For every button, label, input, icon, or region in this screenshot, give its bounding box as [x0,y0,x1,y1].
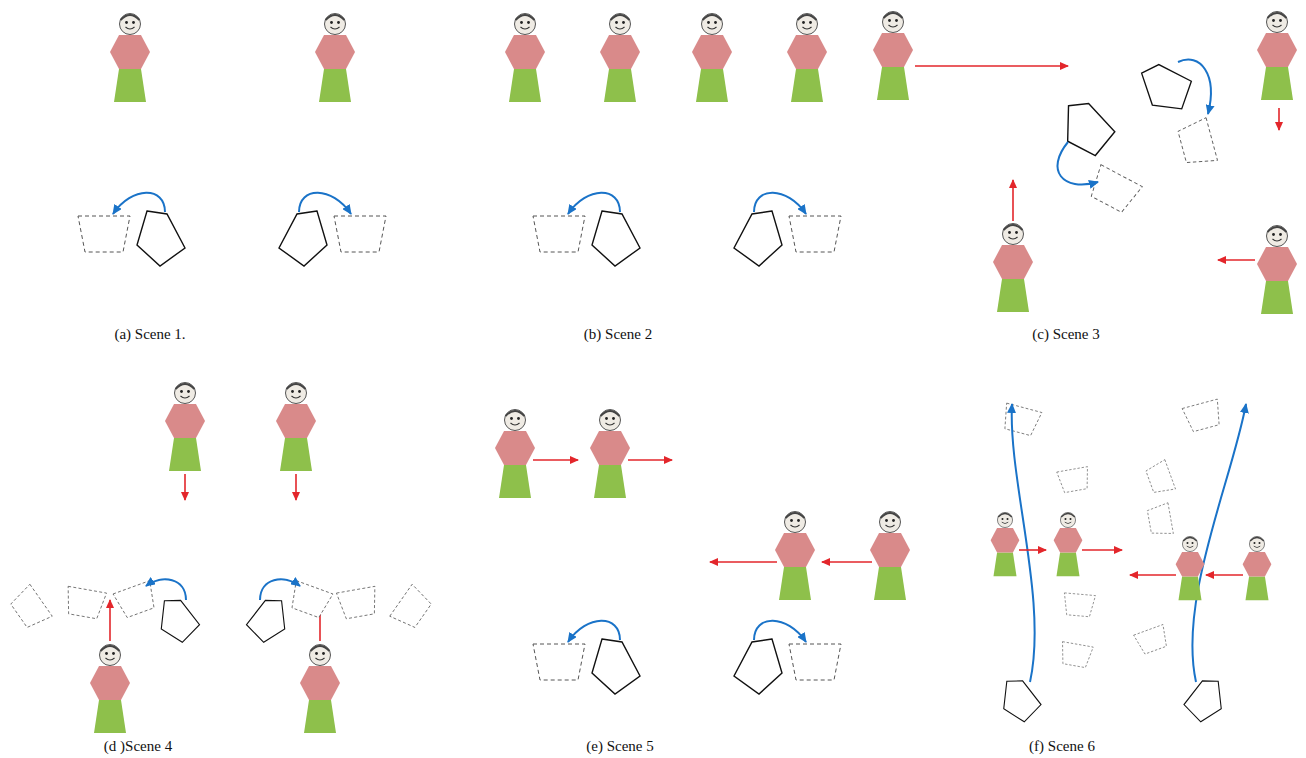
person-figure [300,645,340,734]
person-figure [110,14,150,103]
target-pose [1000,403,1042,437]
robot-shape [279,211,327,266]
walking-arrow [1012,180,1014,221]
robot-shape [592,211,640,266]
person-figure [505,14,545,103]
target-pose [287,581,333,620]
scene-caption: (b) Scene 2 [584,325,652,343]
walking-arrow [822,561,872,563]
target-pose [113,581,159,620]
walking-arrow [1130,574,1176,576]
motion-arrow [568,193,620,214]
target-pose [63,586,106,619]
target-pose [789,644,841,680]
target-pose [1059,642,1093,669]
motion-arrow [1058,142,1098,184]
person-figure [276,383,316,472]
scene-caption: (a) Scene 1. [114,325,185,343]
walking-arrow [628,459,672,461]
walking-arrow [1019,549,1046,551]
target-pose [336,586,379,619]
robot-shape [157,596,202,646]
person-figure [787,14,827,103]
person-figure [991,512,1020,576]
target-pose [334,216,386,252]
motion-arrow [568,621,620,642]
robot-shape [1134,52,1201,121]
walking-arrow [1218,259,1255,261]
robot-shape [734,211,782,266]
target-pose [1147,503,1174,537]
scene-caption: (d )Scene 4 [104,737,172,755]
walking-arrow [710,561,777,563]
robot-shape [999,676,1043,725]
person-figure [315,14,355,103]
walking-arrow [1206,574,1243,576]
person-figure [90,645,130,734]
walking-arrow [295,474,297,500]
scene-caption: (c) Scene 3 [1032,325,1099,343]
robot-shape [592,639,640,694]
motion-arrow [1178,60,1211,114]
motion-arrow [113,193,165,214]
person-figure [1054,512,1083,576]
robot-shape [734,639,782,694]
motion-arrow [754,193,806,214]
target-pose [1177,118,1218,169]
walking-arrow [1278,108,1280,130]
target-pose [1063,593,1096,617]
target-pose [533,644,585,680]
person-figure [1176,536,1205,600]
target-pose [1057,467,1091,494]
motion-arrow [1192,404,1246,682]
person-figure [600,14,640,103]
motion-arrow [754,621,806,642]
target-pose [78,216,130,252]
person-figure [495,410,535,499]
walking-arrow [109,600,111,641]
person-figure [1257,12,1297,101]
person-figure [775,512,815,601]
target-pose [789,216,841,252]
person-figure [590,410,630,499]
scene-caption: (f) Scene 6 [1029,737,1095,755]
person-figure [692,14,732,103]
walking-arrow [1082,549,1122,551]
person-figure [870,512,910,601]
target-pose [390,584,434,631]
motion-arrow [260,579,300,600]
motion-arrow [146,579,186,600]
target-pose [1086,165,1143,216]
target-pose [8,584,52,631]
walking-arrow [184,474,186,500]
motion-arrow [299,193,351,214]
robot-shape [137,211,185,266]
robot-shape [1059,96,1120,162]
target-pose [1182,399,1224,433]
person-figure [993,224,1033,313]
target-pose [533,216,585,252]
scene-caption: (e) Scene 5 [586,737,653,755]
target-pose [1134,625,1171,656]
person-figure [165,383,205,472]
person-figure [1257,226,1297,315]
person-figure [1243,536,1272,600]
walking-arrow [915,65,1068,67]
walking-arrow [533,459,578,461]
target-pose [1145,460,1176,497]
robot-shape [1182,676,1226,725]
robot-shape [244,596,289,646]
person-figure [873,12,913,101]
